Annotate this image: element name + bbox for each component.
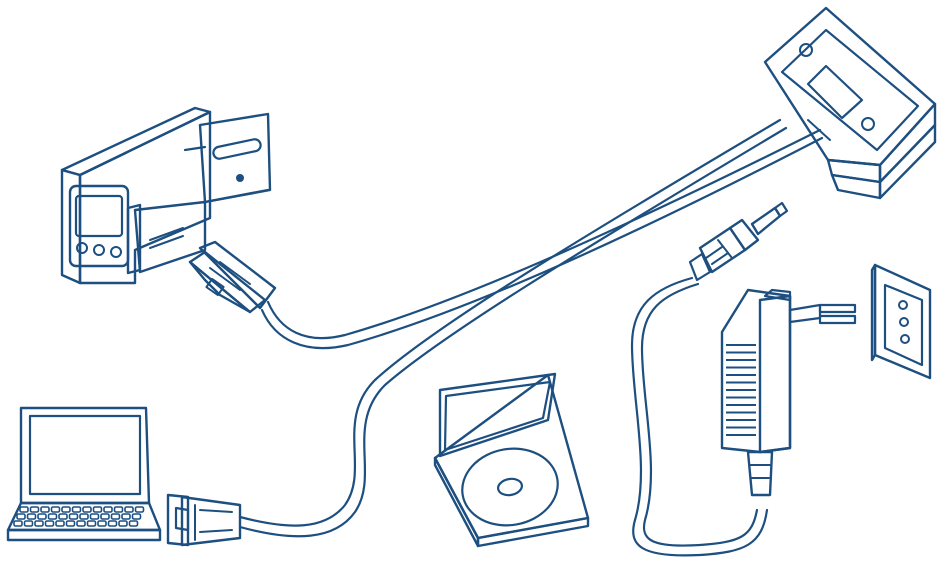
keyboard-key xyxy=(40,506,50,513)
keyboard-key xyxy=(13,520,23,527)
keyboard-keys xyxy=(13,506,145,527)
keyboard-key xyxy=(37,513,47,520)
keyboard-key xyxy=(23,520,34,527)
adapter-vents xyxy=(726,344,756,436)
keyboard-key xyxy=(19,506,29,513)
keyboard-key xyxy=(86,520,97,527)
keyboard-key xyxy=(76,520,86,527)
keyboard-key xyxy=(100,513,110,520)
interface-adapter-module-icon xyxy=(763,6,937,200)
pc-cable xyxy=(238,118,788,538)
wall-socket-icon xyxy=(870,263,932,380)
keyboard-key xyxy=(68,513,79,520)
laptop-computer-icon xyxy=(6,406,162,542)
keyboard-key xyxy=(134,506,145,513)
keyboard-key xyxy=(121,513,131,520)
keyboard-key xyxy=(29,506,40,513)
keyboard-key xyxy=(44,520,55,527)
keyboard-key xyxy=(58,513,68,520)
panel-controller-icon xyxy=(60,106,272,285)
keyboard-key xyxy=(82,506,92,513)
controller-serial-plug-icon xyxy=(188,240,277,314)
keyboard-key xyxy=(65,520,76,527)
keyboard-key xyxy=(89,513,100,520)
keyboard-key xyxy=(124,506,134,513)
keyboard-key xyxy=(61,506,71,513)
keyboard-key xyxy=(26,513,37,520)
keyboard-key xyxy=(79,513,89,520)
controller-cable xyxy=(260,128,824,350)
keyboard-key xyxy=(92,506,103,513)
power-cable xyxy=(630,276,769,557)
power-supply-adapter-icon xyxy=(720,288,857,497)
keyboard-key xyxy=(34,520,44,527)
keyboard-key xyxy=(131,513,142,520)
pc-serial-plug-icon xyxy=(166,493,242,547)
keyboard-key xyxy=(103,506,113,513)
software-cd-case-icon xyxy=(433,372,590,548)
keyboard-key xyxy=(55,520,65,527)
keyboard-key xyxy=(118,520,128,527)
keyboard-key xyxy=(47,513,58,520)
keyboard-key xyxy=(110,513,121,520)
keyboard-key xyxy=(16,513,26,520)
dc-barrel-plug-icon xyxy=(688,201,789,282)
keyboard-key xyxy=(71,506,82,513)
keyboard-key xyxy=(107,520,118,527)
keyboard-key xyxy=(97,520,107,527)
keyboard-key xyxy=(128,520,139,527)
keyboard-key xyxy=(50,506,61,513)
keyboard-key xyxy=(113,506,124,513)
